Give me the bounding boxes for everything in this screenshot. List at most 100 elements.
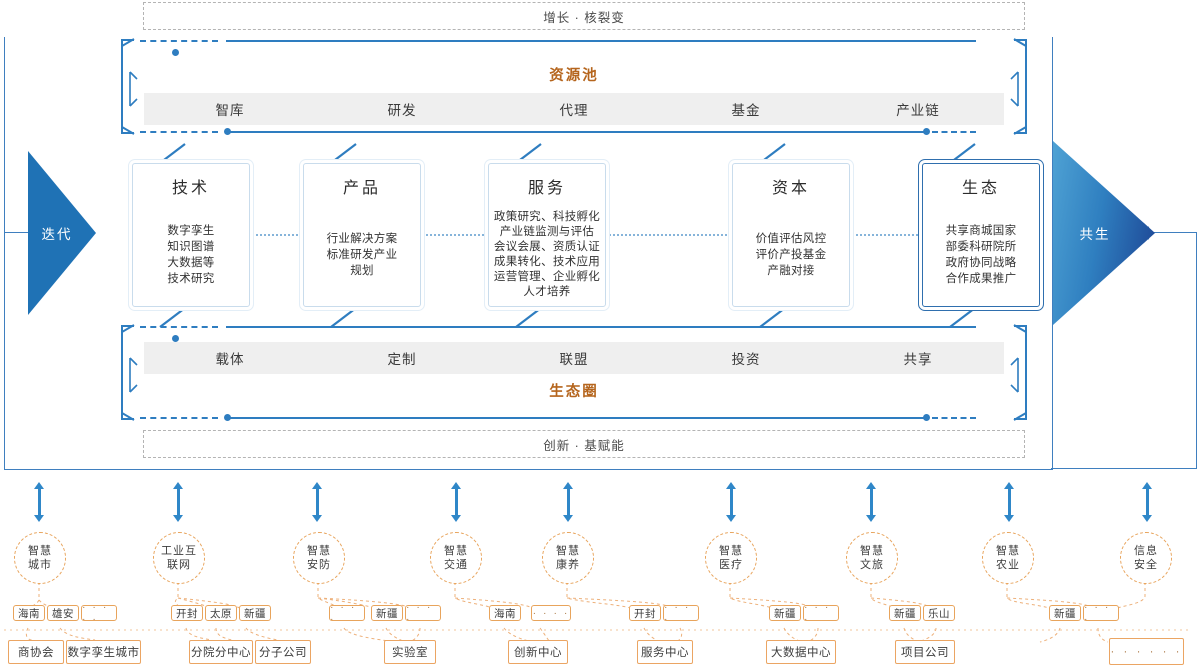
region-tag[interactable]: 新疆 xyxy=(239,605,271,621)
entity-box[interactable]: · · · · · · xyxy=(1109,638,1184,665)
pillar-title: 服务 xyxy=(527,180,566,197)
region-tag[interactable]: · · · · xyxy=(329,601,365,625)
resource-pool-cell[interactable]: 智库 xyxy=(215,103,245,118)
entity-box[interactable]: 大数据中心 xyxy=(766,640,836,664)
region-tag[interactable]: · · · · xyxy=(1083,601,1119,625)
domain-label: 智慧 安防 xyxy=(307,545,331,571)
eco-circle-bottom-dot-left xyxy=(224,414,231,421)
arrow-shaft xyxy=(315,488,319,516)
region-tag[interactable]: 新疆 xyxy=(371,605,403,621)
region-tag[interactable]: · · · · xyxy=(405,601,441,625)
entity-box[interactable]: 服务中心 xyxy=(637,640,693,664)
outer-frame xyxy=(4,37,1053,470)
eco-circle-bottom-dot-right xyxy=(923,414,930,421)
arrow-up-icon xyxy=(312,482,322,489)
resource-pool-cell[interactable]: 基金 xyxy=(731,103,761,118)
region-tag[interactable]: 开封 xyxy=(171,605,203,621)
arrow-up-icon xyxy=(563,482,573,489)
domain-circle-smart-health[interactable]: 智慧 康养 xyxy=(542,532,594,584)
resource-pool-cell[interactable]: 研发 xyxy=(387,103,417,118)
domain-label: 智慧 康养 xyxy=(556,545,580,571)
pillar-card-capital[interactable]: 资本 价值评估风控 评价产投基金 产融对接 xyxy=(732,163,850,307)
domain-circle-smart-tourism[interactable]: 智慧 文旅 xyxy=(846,532,898,584)
eco-circle-bracket-left xyxy=(121,324,138,421)
resource-pool-bottom-rail xyxy=(226,131,926,133)
symbiosis-frame-bottom xyxy=(1051,468,1197,469)
region-tag[interactable]: · · · · xyxy=(663,601,699,625)
domain-circle-smart-city[interactable]: 智慧 城市 xyxy=(14,532,66,584)
eco-circle-bottom-rail-dashed-left xyxy=(140,417,218,419)
domain-circle-industrial-internet[interactable]: 工业互 联网 xyxy=(153,532,205,584)
eco-circle-bracket-right xyxy=(1010,324,1027,421)
resource-pool-bottom-dot-right xyxy=(923,128,930,135)
pillar-title: 产品 xyxy=(342,180,381,197)
eco-circle-cell[interactable]: 载体 xyxy=(215,352,245,367)
resource-pool-top-rail-dashed xyxy=(140,40,218,42)
eco-circle-top-rail-dashed xyxy=(140,326,218,328)
region-tag[interactable]: 太原 xyxy=(205,605,237,621)
entity-box[interactable]: 创新中心 xyxy=(508,640,568,664)
domain-circle-smart-agriculture[interactable]: 智慧 农业 xyxy=(982,532,1034,584)
pillar-link-2 xyxy=(422,234,484,236)
eco-circle-top-dot xyxy=(172,335,179,342)
eco-circle-cell[interactable]: 投资 xyxy=(731,352,761,367)
pillar-card-technology[interactable]: 技术 数字孪生 知识图谱 大数据等 技术研究 xyxy=(132,163,250,307)
eco-circle-title: 生态圈 xyxy=(549,383,599,400)
arrow-down-icon xyxy=(173,515,183,522)
entity-box[interactable]: 分院分中心 xyxy=(189,640,253,664)
region-tag[interactable]: · · · · xyxy=(803,601,839,625)
region-tag[interactable]: 新疆 xyxy=(769,605,801,621)
entity-box[interactable]: 数字孪生城市 xyxy=(66,640,141,664)
arrow-up-icon xyxy=(726,482,736,489)
region-tag[interactable]: 开封 xyxy=(629,605,661,621)
arrow-shaft xyxy=(566,488,570,516)
top-banner-label: 增长 · 核裂变 xyxy=(543,10,625,25)
eco-circle-cell[interactable]: 共享 xyxy=(903,352,933,367)
region-tag[interactable]: · · · · · xyxy=(81,601,117,625)
arrow-shaft xyxy=(37,488,41,516)
domain-label: 智慧 交通 xyxy=(444,545,468,571)
arrow-shaft xyxy=(454,488,458,516)
region-tag[interactable]: 海南 xyxy=(489,605,521,621)
pillar-link-1 xyxy=(252,234,302,236)
region-tag[interactable]: 雄安 xyxy=(47,605,79,621)
pillar-title: 生态 xyxy=(961,180,1000,197)
domain-circle-smart-transport[interactable]: 智慧 交通 xyxy=(430,532,482,584)
domain-label: 智慧 医疗 xyxy=(719,545,743,571)
resource-pool-bottom-dot-left xyxy=(224,128,231,135)
pillar-body: 价值评估风控 评价产投基金 产融对接 xyxy=(755,233,827,277)
entity-box[interactable]: 实验室 xyxy=(384,640,436,664)
pillar-body: 政策研究、科技孵化 产业链监测与评估 会议会展、资质认证 成果转化、技术应用 运… xyxy=(493,211,601,298)
arrow-down-icon xyxy=(312,515,322,522)
entity-box[interactable]: 项目公司 xyxy=(895,640,955,664)
region-tag[interactable]: 海南 xyxy=(13,605,45,621)
symbiosis-inbound-line xyxy=(1140,232,1197,233)
resource-pool-top-rail xyxy=(226,40,976,42)
entity-box[interactable]: 商协会 xyxy=(8,640,64,664)
pillar-card-service[interactable]: 服务 政策研究、科技孵化 产业链监测与评估 会议会展、资质认证 成果转化、技术应… xyxy=(488,163,606,307)
resource-pool-bottom-rail-dashed-left xyxy=(140,131,218,133)
resource-pool-cell[interactable]: 代理 xyxy=(559,103,589,118)
region-tag[interactable]: · · · · xyxy=(531,605,571,621)
symbiosis-frame-right xyxy=(1196,232,1197,469)
pillar-card-ecology[interactable]: 生态 共享商城国家 部委科研院所 政府协同战略 合作成果推广 xyxy=(922,163,1040,307)
region-tag[interactable]: 乐山 xyxy=(923,605,955,621)
arrow-down-icon xyxy=(1142,515,1152,522)
domain-circle-smart-security[interactable]: 智慧 安防 xyxy=(293,532,345,584)
domain-circle-info-security[interactable]: 信息 安全 xyxy=(1120,532,1172,584)
resource-pool-cell[interactable]: 产业链 xyxy=(896,103,940,118)
entity-box[interactable]: 分子公司 xyxy=(255,640,311,664)
arrow-up-icon xyxy=(173,482,183,489)
pillar-card-product[interactable]: 产品 行业解决方案 标准研发产业 规划 xyxy=(303,163,421,307)
arrow-down-icon xyxy=(451,515,461,522)
domain-circle-smart-medical[interactable]: 智慧 医疗 xyxy=(705,532,757,584)
eco-circle-cell[interactable]: 定制 xyxy=(387,352,417,367)
region-tag[interactable]: 新疆 xyxy=(1049,605,1081,621)
arrow-up-icon xyxy=(866,482,876,489)
resource-pool-bottom-rail-dashed-right xyxy=(932,131,976,133)
iterate-triangle xyxy=(28,151,96,315)
arrow-up-icon xyxy=(34,482,44,489)
eco-circle-cell[interactable]: 联盟 xyxy=(559,352,589,367)
region-tag[interactable]: 新疆 xyxy=(889,605,921,621)
